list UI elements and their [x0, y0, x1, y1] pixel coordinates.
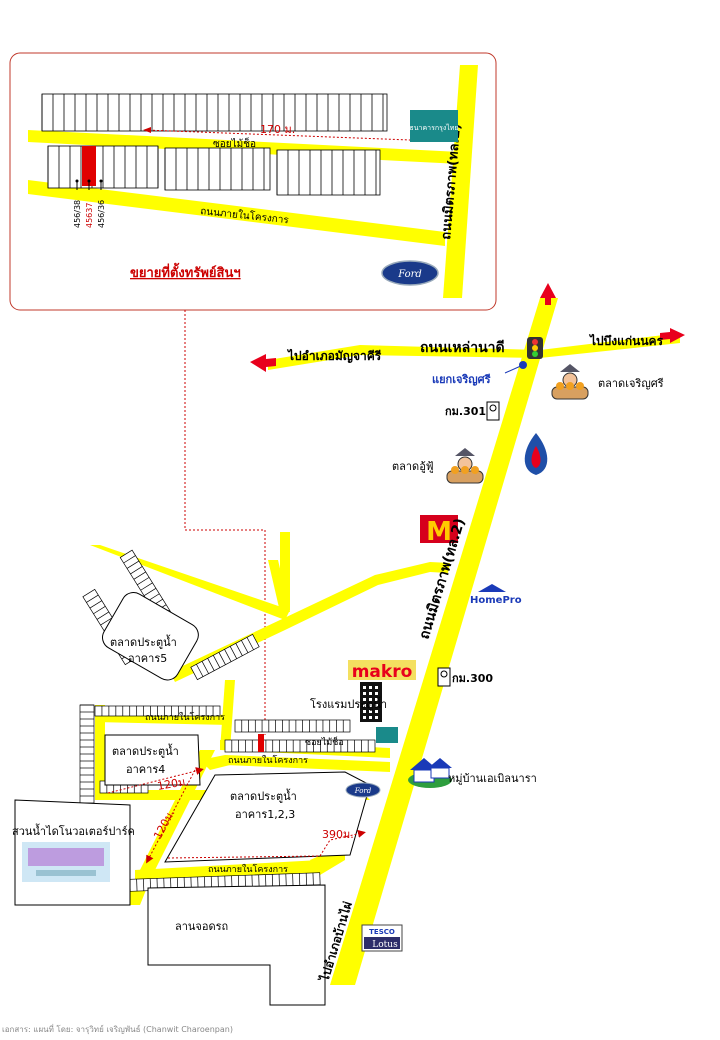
plot-label-right: 456/36 — [97, 200, 106, 228]
label-market4: ตลาดประตูน้ำ — [112, 743, 179, 758]
label-market5: ตลาดประตูน้ำ — [110, 634, 177, 649]
km-301-marker-icon — [486, 401, 500, 421]
inset-map: 170 ม. ซอยไม้ช็อ ถนนภายในโครงการ ถนนมิตร… — [9, 52, 497, 311]
road-laonadi — [268, 333, 680, 370]
mcdonalds-logo: M — [420, 515, 458, 547]
waterpark-logo — [22, 842, 110, 882]
village-house-icon — [408, 758, 452, 788]
market-vendor-icon — [551, 364, 589, 400]
label-waterpark: สวนน้ำไดโนวอเตอร์ปาร์ค — [12, 823, 135, 838]
label-parking: ลานจอดรถ — [175, 920, 228, 933]
block-building5 — [102, 592, 199, 681]
block-parking — [147, 884, 326, 1006]
arrow-east — [660, 328, 685, 343]
block-building123 — [164, 771, 371, 863]
label-to-bueng-kaen-nakhon: ไปบึงแก่นนคร — [588, 333, 664, 348]
label-market-charoensri: ตลาดเจริญศรี — [598, 377, 664, 390]
plot-label-left: 456/38 — [73, 200, 82, 228]
tesco-lotus-logo: TESCO Lotus — [361, 924, 403, 952]
label-km-301: กม.301 — [445, 405, 486, 418]
label-hotel: โรงแรมประตูน้ำ — [310, 696, 387, 711]
traffic-light-icon — [527, 337, 543, 359]
gas-station-icon — [524, 433, 548, 475]
inset-soi-label: ซอยไม้ช็อ — [213, 136, 256, 150]
svg-text:HomePro: HomePro — [470, 595, 522, 606]
inset-title: ขยายที่ตั้งทรัพย์สินฯ — [130, 262, 241, 281]
inset-connector — [184, 310, 266, 735]
inset-main-road — [443, 65, 478, 298]
distance-390 — [167, 829, 366, 859]
label-building123: อาคาร1,2,3 — [235, 808, 295, 821]
label-inner-road-3: ถนนภายในโครงการ — [208, 864, 288, 875]
inset-distance-label: 170 ม. — [260, 123, 295, 136]
label-dist-390: 390ม. — [322, 828, 354, 841]
label-soi-small: ซอยไม้ช็อ — [305, 735, 344, 748]
label-to-manchakhiri: ไปอำเภอมัญจาคีรี — [286, 348, 382, 363]
label-building5: อาคาร5 — [128, 652, 167, 665]
label-village: หมู่บ้านเอเบิลนารา — [448, 772, 537, 785]
ford-logo-small-text: Ford — [354, 787, 372, 795]
ford-logo-small — [345, 782, 381, 798]
label-inner-road-2: ถนนภายในโครงการ — [228, 755, 308, 766]
plot-label-target: 45637 — [85, 203, 94, 228]
svg-text:M: M — [426, 517, 452, 547]
label-building4: อาคาร4 — [126, 763, 165, 776]
label-road-laonadi: ถนนเหล่านาดี — [420, 340, 505, 356]
hotel-icon — [360, 682, 382, 722]
label-intersection: แยกเจริญศรี — [432, 373, 491, 386]
inset-plots-bottom — [47, 145, 381, 196]
svg-text:makro: makro — [352, 662, 413, 682]
footer-credit: เอกสาร: แผนที่ โดย: จารุวิทย์ เจริญพันธ์… — [2, 1023, 233, 1034]
inset-inner-road — [28, 180, 445, 246]
ford-logo-inset-text: Ford — [397, 269, 422, 280]
block-building4 — [104, 734, 201, 786]
svg-text:Lotus: Lotus — [372, 940, 398, 950]
ford-logo-inset — [381, 260, 439, 286]
bank-logo-text: ธนาคารกรุงไทย — [409, 123, 458, 132]
target-plot-small — [258, 734, 264, 752]
label-market-ufu: ตลาดอู้ฟู้ — [392, 460, 434, 473]
homepro-logo: HomePro — [470, 584, 522, 606]
road-mittraphap — [330, 298, 558, 985]
market-ufu-vendor-icon — [446, 448, 484, 484]
label-inner-road-1: ถนนภายในโครงการ — [145, 712, 225, 723]
direction-arrows — [250, 283, 685, 372]
bank-logo — [410, 110, 458, 142]
inset-plots-top — [41, 93, 388, 132]
makro-logo: makro — [348, 660, 416, 682]
distance-120-b — [146, 769, 196, 864]
inset-distance-line — [144, 129, 411, 141]
km-300-marker-icon — [437, 667, 451, 687]
target-plot — [82, 146, 96, 186]
arrow-west — [250, 354, 276, 372]
svg-text:TESCO: TESCO — [369, 928, 395, 936]
label-market123: ตลาดประตูน้ำ — [230, 788, 297, 803]
bank-logo-small — [376, 727, 398, 743]
arrow-north — [540, 283, 556, 305]
label-dist-120a: 120ม. — [156, 775, 190, 793]
label-km-300: กม.300 — [452, 672, 493, 685]
